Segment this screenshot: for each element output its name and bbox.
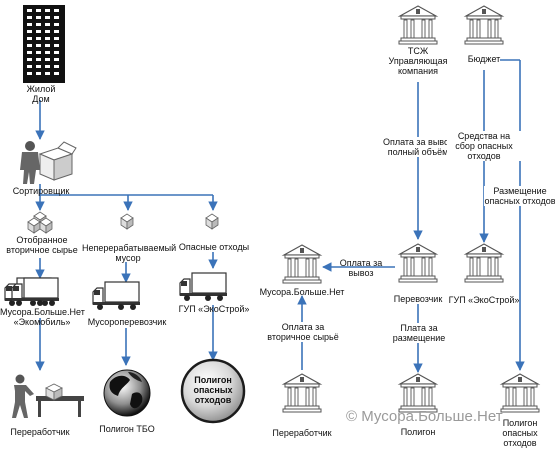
building-window — [45, 51, 50, 54]
flow-hazard-collection-funds: Средства на сбор опасных отходов — [447, 131, 521, 161]
bank-tszh-label: ТСЖ Управляющая компания — [388, 46, 448, 76]
building-window — [27, 72, 32, 75]
garbage-boxes-icon — [120, 213, 134, 230]
bank-icon-gup — [464, 243, 504, 283]
sorter-label: Сортировщик — [12, 186, 70, 196]
building-window — [45, 44, 50, 47]
building-window — [27, 58, 32, 61]
apartment-building-icon — [23, 5, 65, 83]
sorted-recyclables-label: Отобранное вторичное сырье — [6, 235, 78, 255]
building-window — [54, 9, 59, 12]
building-window — [36, 16, 41, 19]
building-window — [27, 37, 32, 40]
building-window — [27, 65, 32, 68]
non-recyclable-label: Неперерабатываемый мусор — [82, 243, 177, 263]
flow-full-removal-payment: Оплата за вывоз полный объём — [373, 137, 463, 157]
building-window — [36, 51, 41, 54]
flow-placement-payment: Плата за размещение — [384, 323, 454, 343]
building-window — [36, 65, 41, 68]
flow-removal-payment: Оплата за вывоз — [339, 258, 383, 278]
watermark: © Мусора.Больше.Нет — [346, 408, 503, 425]
truck-icon-garbage — [92, 281, 141, 311]
building-window — [27, 16, 32, 19]
hazard-landfill-disc-label: Полигон опасных отходов — [193, 375, 233, 405]
building-window — [45, 30, 50, 33]
building-window — [54, 23, 59, 26]
bank-hazard-landfill-label: Полигон опасных отходов — [502, 418, 538, 448]
recycler-worker-icon — [12, 374, 84, 418]
building-window — [27, 30, 32, 33]
landfill-tbo-label: Полигон ТБО — [99, 424, 155, 434]
building-window — [54, 30, 59, 33]
bank-landfill-label: Полигон — [400, 427, 436, 437]
building-window — [36, 58, 41, 61]
building-window — [36, 37, 41, 40]
building-window — [45, 37, 50, 40]
bank-icon-carrier — [398, 243, 438, 283]
bank-recycler-label: Переработчик — [272, 428, 332, 438]
building-window — [54, 72, 59, 75]
hazard-boxes-icon — [205, 213, 219, 230]
bank-icon-tszh — [398, 5, 438, 45]
bank-mbn-label: Мусора.Больше.Нет — [259, 287, 345, 297]
building-window — [36, 44, 41, 47]
bank-gup-label: ГУП «ЭкоСтрой» — [448, 295, 520, 305]
bank-icon-mbn — [282, 244, 322, 284]
truck-gup-label: ГУП «ЭкоСтрой» — [178, 304, 250, 314]
bank-icon-budget — [464, 5, 504, 45]
building-window — [54, 44, 59, 47]
bank-icon-recycler — [282, 373, 322, 413]
building-window — [45, 16, 50, 19]
building-window — [27, 9, 32, 12]
flow-hazard-placement: Размещение опасных отходов — [484, 186, 555, 206]
building-window — [36, 30, 41, 33]
building-window — [27, 23, 32, 26]
bank-icon-hazard-landfill — [500, 373, 540, 413]
building-window — [36, 72, 41, 75]
house-label: Жилой Дом — [26, 84, 56, 104]
building-window — [45, 72, 50, 75]
bank-carrier-label: Перевозчик — [393, 294, 443, 304]
building-window — [54, 37, 59, 40]
hazard-landfill-disc — [180, 358, 246, 424]
building-window — [36, 9, 41, 12]
truck-mbn-label: Мусора.Больше.Нет «Экомобиль» — [0, 307, 85, 327]
building-window — [54, 58, 59, 61]
building-window — [45, 23, 50, 26]
truck-garbage-label: Мусороперевозчик — [87, 317, 167, 327]
building-window — [45, 9, 50, 12]
globe-icon — [103, 369, 151, 417]
bank-icon-landfill — [398, 373, 438, 413]
building-window — [54, 65, 59, 68]
building-window — [27, 44, 32, 47]
bank-budget-label: Бюджет — [467, 54, 501, 64]
building-window — [45, 65, 50, 68]
recycler-left-label: Переработчик — [10, 427, 70, 437]
building-window — [45, 58, 50, 61]
building-window — [36, 23, 41, 26]
sorter-person-icon — [20, 141, 77, 184]
flow-recyclables-payment: Оплата за вторичное сырьё — [262, 322, 344, 342]
building-window — [27, 51, 32, 54]
building-window — [54, 16, 59, 19]
building-window — [54, 51, 59, 54]
truck-icon-gup — [179, 272, 228, 302]
hazardous-label: Опасные отходы — [178, 242, 250, 252]
